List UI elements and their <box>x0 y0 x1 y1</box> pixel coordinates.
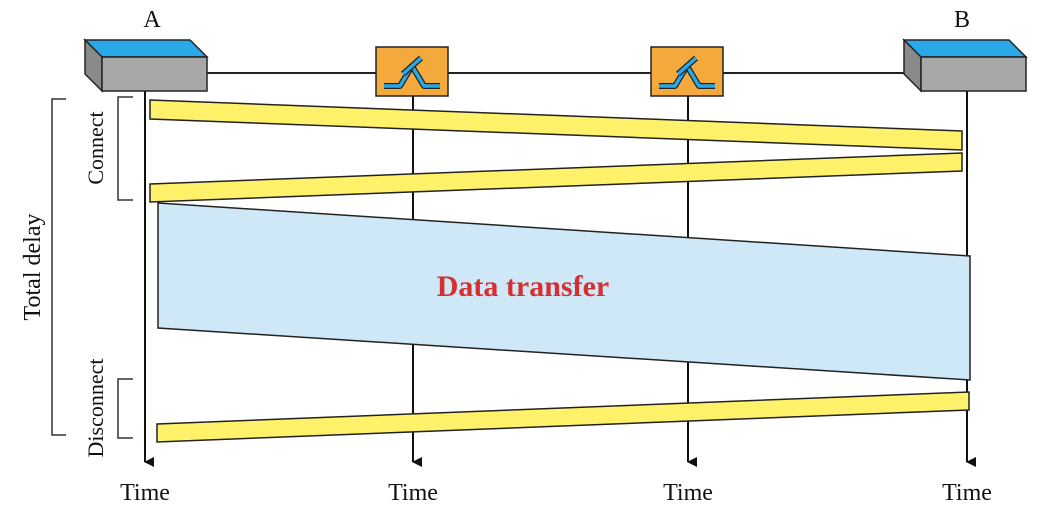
disconnect-label: Disconnect <box>83 359 108 458</box>
connect-accept-band <box>149 152 963 203</box>
data-transfer-band <box>157 202 971 381</box>
connect-label: Connect <box>83 111 108 184</box>
time-label-b: Time <box>942 480 992 506</box>
connect-request-band <box>149 99 963 151</box>
time-label-switch-2: Time <box>663 480 713 506</box>
total-delay-label: Total delay <box>20 214 46 321</box>
host-b-icon <box>902 38 1028 93</box>
switch-2-icon <box>650 46 724 97</box>
node-label-a: A <box>143 7 161 33</box>
node-label-b: B <box>954 7 970 33</box>
data-transfer-label: Data transfer <box>437 270 609 303</box>
connect-bracket <box>117 96 133 201</box>
time-label-a: Time <box>120 480 170 506</box>
disconnect-band <box>156 391 970 443</box>
switch-1-icon <box>375 46 449 97</box>
time-label-switch-1: Time <box>388 480 438 506</box>
total-delay-bracket <box>51 98 66 436</box>
host-a-icon <box>83 38 209 93</box>
disconnect-bracket <box>117 378 133 439</box>
